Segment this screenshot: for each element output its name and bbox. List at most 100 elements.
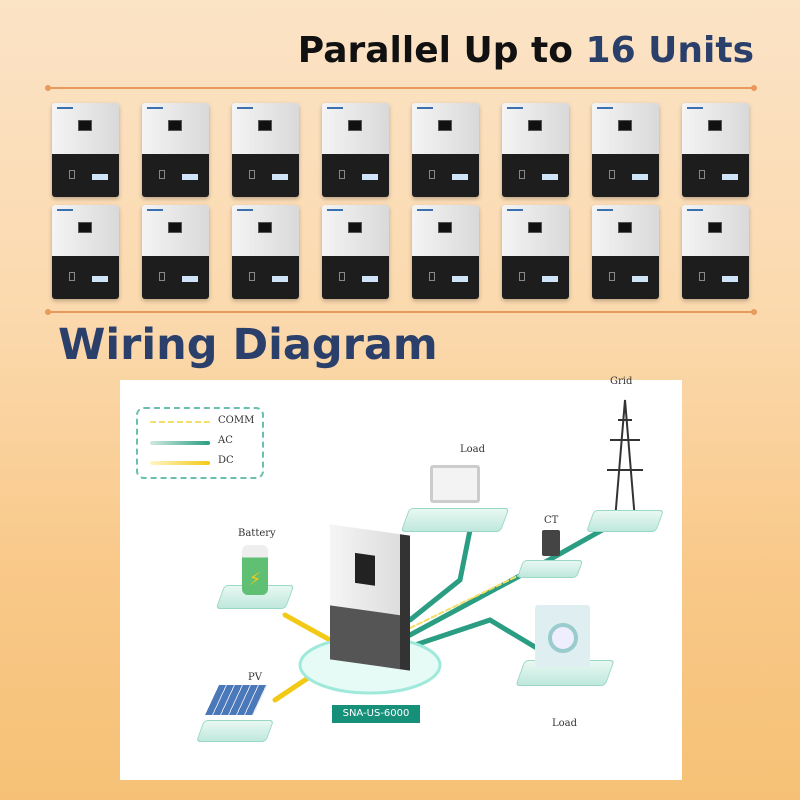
unit-screen xyxy=(708,222,722,233)
unit-bottom xyxy=(682,153,749,197)
legend-dc: DC xyxy=(218,455,234,466)
ct-label: CT xyxy=(544,515,559,526)
washing-machine-icon xyxy=(535,605,590,667)
page-title: Parallel Up to 16 Units xyxy=(298,30,754,71)
unit-breakers xyxy=(272,173,288,180)
unit-bottom xyxy=(232,255,299,299)
unit-bottom xyxy=(502,153,569,197)
laptop-icon xyxy=(430,465,480,503)
inverter-unit xyxy=(142,205,209,299)
unit-switch xyxy=(429,271,435,281)
unit-switch xyxy=(699,271,705,281)
unit-screen xyxy=(78,120,92,131)
unit-top xyxy=(682,103,749,154)
unit-bottom xyxy=(592,255,659,299)
unit-breakers xyxy=(722,173,738,180)
brand-logo xyxy=(597,209,613,211)
brand-logo xyxy=(57,107,73,109)
battery-icon: ⚡ xyxy=(242,545,268,595)
inverter-unit xyxy=(412,103,479,197)
inverter-unit xyxy=(142,103,209,197)
brand-logo xyxy=(417,107,433,109)
inverter-lower-panel xyxy=(330,605,400,670)
brand-logo xyxy=(327,107,343,109)
unit-top xyxy=(232,103,299,154)
inverter-grid xyxy=(52,103,749,299)
unit-top xyxy=(592,205,659,256)
load-ac-line xyxy=(407,527,473,623)
title-accent: 16 Units xyxy=(585,30,754,71)
unit-bottom xyxy=(232,153,299,197)
inverter-unit xyxy=(502,205,569,299)
unit-top xyxy=(412,205,479,256)
unit-bottom xyxy=(322,153,389,197)
unit-breakers xyxy=(542,173,558,180)
unit-switch xyxy=(249,271,255,281)
unit-screen xyxy=(78,222,92,233)
unit-switch xyxy=(69,169,75,179)
unit-switch xyxy=(609,169,615,179)
brand-logo xyxy=(57,209,73,211)
legend: COMM AC DC xyxy=(136,407,264,479)
unit-top xyxy=(592,103,659,154)
legend-comm: COMM xyxy=(218,415,255,426)
brand-logo xyxy=(327,209,343,211)
comm-line-swatch xyxy=(150,421,210,423)
unit-switch xyxy=(69,271,75,281)
unit-bottom xyxy=(52,255,119,299)
unit-breakers xyxy=(632,275,648,282)
brand-logo xyxy=(147,107,163,109)
unit-switch xyxy=(339,169,345,179)
unit-top xyxy=(52,103,119,154)
unit-screen xyxy=(708,120,722,131)
battery-label: Battery xyxy=(238,528,276,539)
unit-breakers xyxy=(362,275,378,282)
unit-switch xyxy=(159,169,165,179)
unit-top xyxy=(682,205,749,256)
comm-line xyxy=(409,569,531,629)
unit-top xyxy=(232,205,299,256)
grid-platform xyxy=(585,510,665,532)
inverter-unit xyxy=(682,103,749,197)
load-top-label: Load xyxy=(460,444,486,455)
pv-platform xyxy=(195,720,275,742)
unit-bottom xyxy=(142,255,209,299)
unit-breakers xyxy=(92,275,108,282)
unit-breakers xyxy=(452,173,468,180)
unit-screen xyxy=(618,120,632,131)
brand-logo xyxy=(597,107,613,109)
unit-breakers xyxy=(722,275,738,282)
divider xyxy=(45,85,757,91)
grid-tower-icon xyxy=(607,399,643,521)
unit-breakers xyxy=(92,173,108,180)
unit-screen xyxy=(258,120,272,131)
dc-line-swatch xyxy=(150,461,210,465)
unit-screen xyxy=(438,120,452,131)
brand-logo xyxy=(687,107,703,109)
wiring-diagram: COMM AC DC Grid Load Battery ⚡ CT xyxy=(120,376,682,780)
unit-bottom xyxy=(322,255,389,299)
brand-logo xyxy=(417,209,433,211)
inverter-unit xyxy=(52,205,119,299)
inverter-unit xyxy=(682,205,749,299)
battery-dc-line xyxy=(282,612,333,643)
brand-logo xyxy=(237,107,253,109)
unit-bottom xyxy=(682,255,749,299)
unit-breakers xyxy=(632,173,648,180)
unit-screen xyxy=(258,222,272,233)
load-top-platform xyxy=(400,508,510,532)
grid-label: Grid xyxy=(610,376,633,387)
unit-breakers xyxy=(182,275,198,282)
unit-breakers xyxy=(362,173,378,180)
brand-logo xyxy=(147,209,163,211)
unit-top xyxy=(52,205,119,256)
inverter-icon xyxy=(330,524,410,671)
unit-bottom xyxy=(52,153,119,197)
title-text: Parallel Up to xyxy=(297,30,586,71)
unit-bottom xyxy=(592,153,659,197)
unit-bottom xyxy=(412,153,479,197)
unit-screen xyxy=(528,120,542,131)
inverter-unit xyxy=(52,103,119,197)
washer-door xyxy=(548,623,578,653)
ct-platform xyxy=(516,560,584,578)
